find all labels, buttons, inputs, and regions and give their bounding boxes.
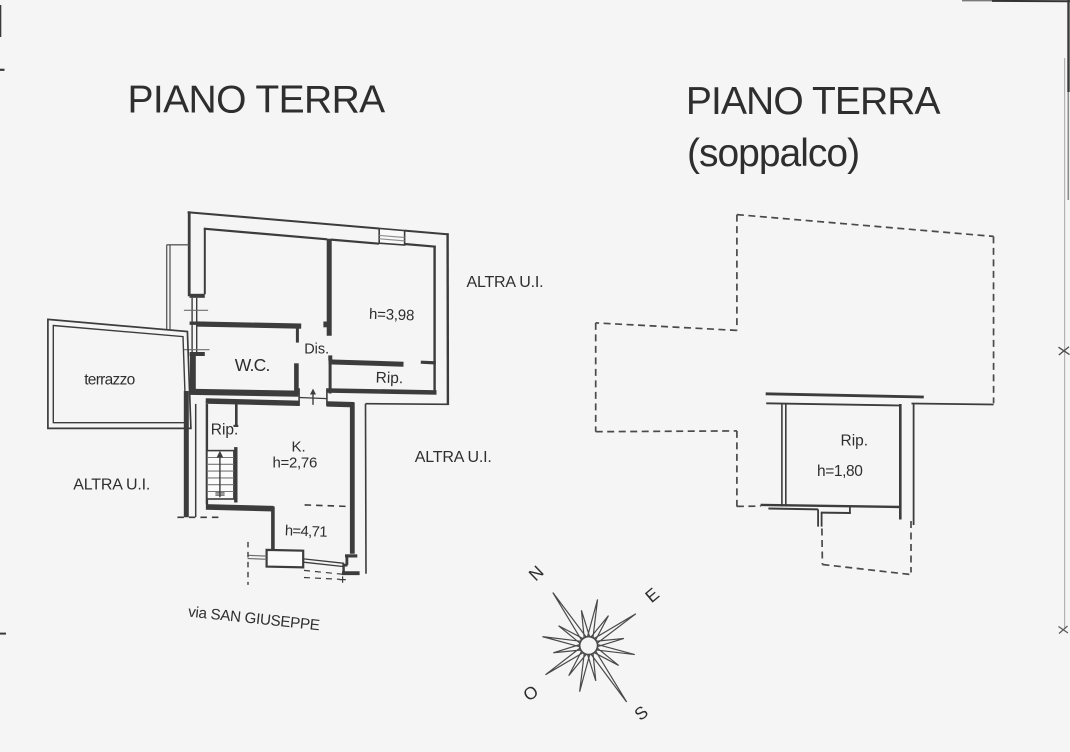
- svg-text:h=1,80: h=1,80: [817, 463, 863, 480]
- svg-text:Rip.: Rip.: [375, 370, 403, 388]
- svg-text:h=3,98: h=3,98: [369, 306, 415, 325]
- svg-text:K.: K.: [292, 439, 306, 456]
- svg-text:S: S: [630, 702, 652, 725]
- svg-text:via SAN GIUSEPPE: via SAN GIUSEPPE: [187, 604, 320, 635]
- svg-text:W.C.: W.C.: [235, 355, 270, 375]
- svg-text:terrazzo: terrazzo: [84, 372, 134, 389]
- svg-text:PIANO TERRA: PIANO TERRA: [686, 80, 941, 123]
- svg-text:Rip.: Rip.: [211, 422, 239, 439]
- svg-text:h=2,76: h=2,76: [273, 454, 318, 471]
- svg-text:ALTRA U.I.: ALTRA U.I.: [415, 449, 492, 466]
- svg-text:PIANO TERRA: PIANO TERRA: [128, 79, 386, 122]
- svg-text:(soppalco): (soppalco): [687, 132, 859, 175]
- svg-text:Rip.: Rip.: [841, 433, 869, 450]
- svg-text:Dis.: Dis.: [304, 342, 329, 358]
- svg-text:E: E: [641, 584, 663, 607]
- svg-text:N: N: [525, 562, 548, 585]
- svg-text:ALTRA U.I.: ALTRA U.I.: [73, 477, 150, 494]
- svg-text:h=4,71: h=4,71: [285, 523, 328, 540]
- svg-text:O: O: [519, 681, 541, 705]
- svg-text:ALTRA U.I.: ALTRA U.I.: [467, 274, 544, 291]
